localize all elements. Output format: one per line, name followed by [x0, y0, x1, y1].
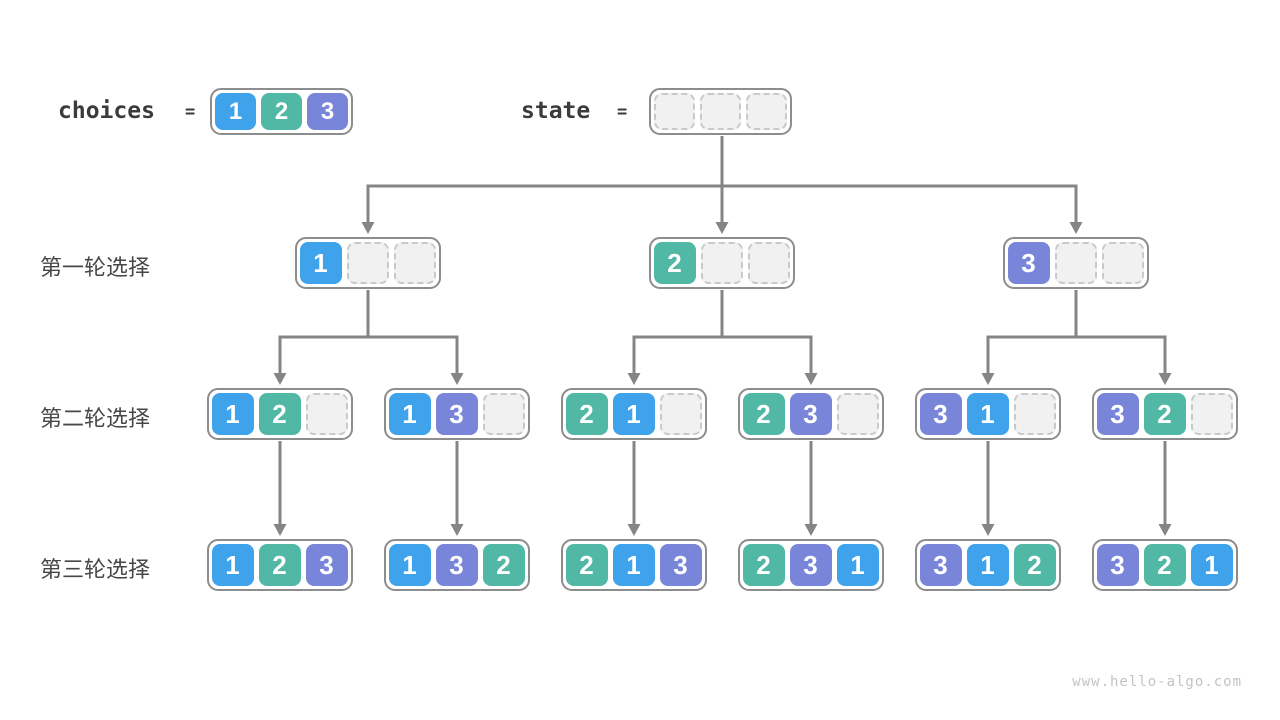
value-cell: 1: [966, 393, 1009, 435]
empty-cell: [393, 242, 436, 284]
value-cell: 2: [261, 93, 302, 130]
state-equals: =: [617, 102, 628, 122]
value-cell: 3: [305, 544, 348, 586]
empty-cell: [700, 93, 741, 130]
value-cell: 3: [1007, 242, 1050, 284]
empty-cell: [1054, 242, 1097, 284]
value-cell: 1: [211, 393, 254, 435]
value-cell: 2: [565, 393, 608, 435]
value-cell: 2: [653, 242, 696, 284]
value-cell: 1: [836, 544, 879, 586]
value-cell: 3: [435, 393, 478, 435]
value-cell: 2: [742, 544, 785, 586]
value-cell: 2: [258, 393, 301, 435]
value-cell: 1: [299, 242, 342, 284]
empty-cell: [654, 93, 695, 130]
site-watermark: www.hello-algo.com: [1072, 674, 1242, 690]
value-cell: 2: [1143, 544, 1186, 586]
value-cell: 3: [1096, 393, 1139, 435]
value-cell: 3: [659, 544, 702, 586]
empty-cell: [305, 393, 348, 435]
value-cell: 1: [388, 544, 431, 586]
value-cell: 1: [215, 93, 256, 130]
value-cell: 2: [742, 393, 785, 435]
empty-cell: [1013, 393, 1056, 435]
value-cell: 2: [1013, 544, 1056, 586]
value-cell: 1: [1190, 544, 1233, 586]
empty-cell: [746, 93, 787, 130]
state-node: 3: [1002, 237, 1149, 289]
value-cell: 2: [482, 544, 525, 586]
value-cell: 3: [789, 544, 832, 586]
state-node: 2: [648, 237, 795, 289]
round-label: 第二轮选择: [40, 406, 151, 431]
state-node: 1: [294, 237, 441, 289]
state-label: state: [521, 98, 591, 124]
state-array: [649, 88, 792, 135]
empty-cell: [700, 242, 743, 284]
value-cell: 1: [388, 393, 431, 435]
value-cell: 1: [612, 544, 655, 586]
empty-cell: [346, 242, 389, 284]
value-cell: 2: [565, 544, 608, 586]
round-label: 第一轮选择: [40, 255, 151, 280]
empty-cell: [747, 242, 790, 284]
empty-cell: [659, 393, 702, 435]
empty-cell: [1101, 242, 1144, 284]
value-cell: 3: [435, 544, 478, 586]
choices-label: choices: [58, 98, 155, 124]
value-cell: 1: [211, 544, 254, 586]
value-cell: 3: [307, 93, 348, 130]
value-cell: 2: [258, 544, 301, 586]
empty-cell: [482, 393, 525, 435]
value-cell: 3: [919, 544, 962, 586]
value-cell: 1: [612, 393, 655, 435]
value-cell: 3: [919, 393, 962, 435]
empty-cell: [836, 393, 879, 435]
value-cell: 3: [1096, 544, 1139, 586]
value-cell: 3: [789, 393, 832, 435]
round-label: 第三轮选择: [40, 557, 151, 582]
value-cell: 1: [966, 544, 1009, 586]
choices-equals: =: [185, 102, 196, 122]
value-cell: 2: [1143, 393, 1186, 435]
empty-cell: [1190, 393, 1233, 435]
